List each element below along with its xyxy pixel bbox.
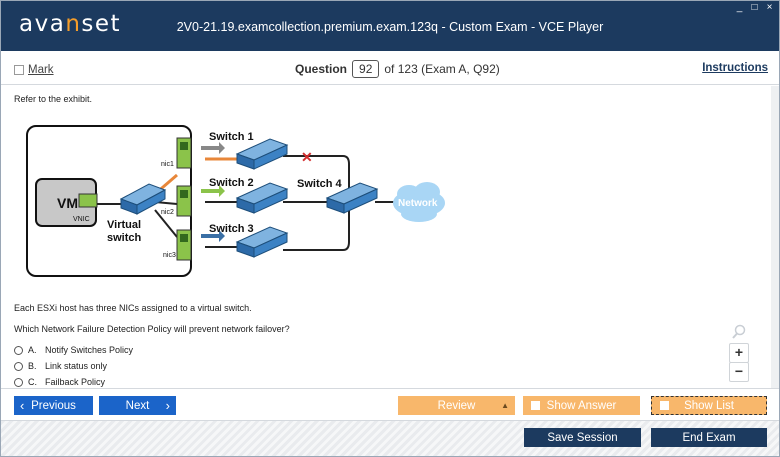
exhibit-diagram: VM VNIC ✕: [26, 125, 445, 277]
end-exam-button[interactable]: End Exam: [651, 428, 767, 447]
question-content: Refer to the exhibit. VM VNIC ✕: [1, 86, 771, 388]
mark-label: Mark: [28, 64, 54, 76]
failure-x-icon: ✕: [301, 149, 313, 165]
magnifier-icon: [732, 324, 746, 339]
option-letter: C.: [28, 377, 37, 387]
show-list-button[interactable]: Show List: [651, 396, 767, 415]
option-letter: B.: [28, 361, 37, 371]
arrow-icon: [201, 230, 225, 242]
show-answer-checkbox[interactable]: [531, 401, 540, 410]
instructions-link[interactable]: Instructions: [702, 62, 768, 74]
review-button[interactable]: Review ▲: [398, 396, 515, 415]
network-label: Network: [398, 198, 438, 209]
question-text: Which Network Failure Detection Policy w…: [14, 324, 290, 334]
chevron-left-icon: ‹: [20, 398, 25, 413]
mark-checkbox[interactable]: Mark: [14, 64, 54, 76]
show-list-label: Show List: [684, 399, 734, 412]
network-cloud-icon: [393, 182, 445, 222]
app-logo: avanset: [19, 11, 122, 37]
previous-label: Previous: [31, 399, 76, 412]
close-icon[interactable]: ×: [766, 2, 773, 13]
nic2-card: [176, 185, 192, 217]
previous-button[interactable]: ‹ Previous: [14, 396, 93, 415]
virtual-switch-label: Virtual: [107, 219, 141, 231]
option-text: Notify Switches Policy: [45, 345, 134, 355]
vm-label: VM: [57, 195, 78, 211]
vnic-label: VNIC: [73, 216, 90, 223]
next-label: Next: [125, 399, 150, 412]
answer-option[interactable]: C. Failback Policy: [14, 377, 105, 387]
question-indicator: Question 92 of 123 (Exam A, Q92): [295, 60, 500, 78]
next-button[interactable]: Next ›: [99, 396, 176, 415]
mark-box[interactable]: [14, 65, 24, 75]
answer-option[interactable]: B. Link status only: [14, 361, 107, 371]
switch1-icon: [235, 138, 289, 170]
session-toolbar: Save Session End Exam: [1, 420, 779, 456]
nic2-label: nic2: [161, 209, 174, 216]
nic1-label: nic1: [161, 161, 174, 168]
option-text: Failback Policy: [45, 377, 106, 387]
zoom-out-button[interactable]: −: [729, 362, 749, 382]
maximize-icon[interactable]: □: [751, 2, 758, 13]
virtual-switch-label: switch: [107, 232, 142, 244]
vnic-card: [78, 193, 98, 208]
nic3-card: [176, 229, 192, 261]
window-title: 2V0-21.19.examcollection.premium.exam.12…: [176, 20, 604, 34]
question-total: of 123 (Exam A, Q92): [384, 62, 500, 76]
switch4-label: Switch 4: [297, 178, 343, 190]
question-header: Mark Question 92 of 123 (Exam A, Q92) In…: [1, 51, 779, 85]
minimize-icon[interactable]: _: [736, 2, 743, 13]
vertical-scrollbar[interactable]: [771, 86, 779, 388]
switch1-label: Switch 1: [209, 131, 254, 143]
option-letter: A.: [28, 345, 37, 355]
radio-button[interactable]: [14, 345, 23, 355]
switch2-label: Switch 2: [209, 177, 254, 189]
chevron-right-icon: ›: [165, 398, 170, 413]
nic1-card: [176, 137, 192, 169]
show-answer-button[interactable]: Show Answer: [523, 396, 640, 415]
statement-text: Each ESXi host has three NICs assigned t…: [14, 303, 252, 313]
title-bar: avanset 2V0-21.19.examcollection.premium…: [1, 1, 779, 51]
refer-text: Refer to the exhibit.: [14, 94, 93, 104]
arrow-icon: [201, 185, 225, 197]
radio-button[interactable]: [14, 361, 23, 371]
radio-button[interactable]: [14, 377, 23, 387]
option-text: Link status only: [45, 361, 108, 371]
window-controls: _ □ ×: [734, 3, 775, 14]
switch3-icon: [235, 226, 289, 258]
question-label: Question: [295, 62, 348, 76]
navigation-toolbar: ‹ Previous Next › Review ▲ Show Answer S…: [1, 388, 779, 420]
switch3-label: Switch 3: [209, 223, 254, 235]
show-list-checkbox[interactable]: [660, 401, 669, 410]
switch4-icon: [325, 182, 379, 214]
zoom-in-button[interactable]: +: [729, 343, 749, 363]
answer-option[interactable]: A. Notify Switches Policy: [14, 345, 133, 355]
triangle-up-icon: ▲: [501, 401, 509, 410]
review-label: Review: [437, 399, 476, 412]
nic3-label: nic3: [163, 252, 176, 259]
show-answer-label: Show Answer: [546, 399, 617, 412]
switch2-icon: [235, 182, 289, 214]
save-session-button[interactable]: Save Session: [524, 428, 641, 447]
virtual-switch-icon: [119, 183, 167, 215]
arrow-icon: [201, 142, 225, 154]
question-number-input[interactable]: 92: [352, 60, 380, 78]
